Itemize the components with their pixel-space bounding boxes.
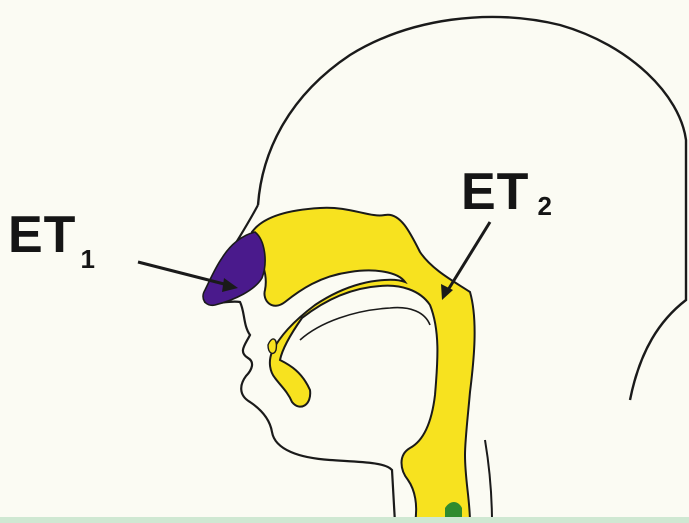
bottom-band [0, 517, 689, 523]
oral-cavity-inner [300, 308, 430, 340]
et2-label-subscript: 2 [537, 191, 551, 221]
neck-back-outline [485, 440, 492, 523]
et2-label-main: ET [461, 163, 529, 221]
et1-label-main: ET [8, 206, 76, 264]
airway-region [252, 208, 475, 523]
et1-region [203, 232, 265, 305]
et2-arrow-line [448, 222, 490, 290]
uvula-shape [268, 339, 276, 353]
et1-label-subscript: 1 [80, 244, 94, 274]
